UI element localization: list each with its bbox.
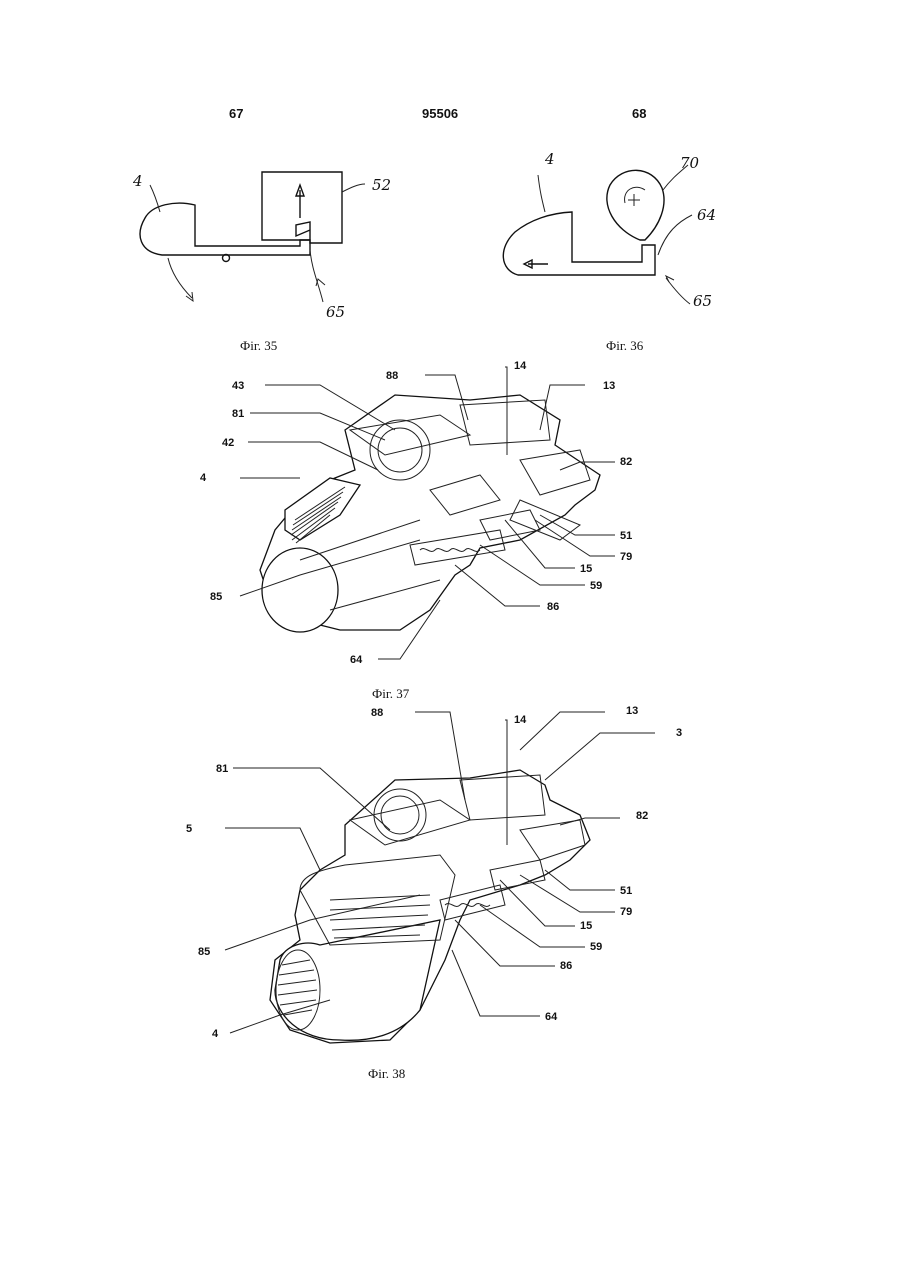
- figure-38-drawing: [270, 770, 590, 1043]
- fig37-label-13: 13: [603, 380, 615, 392]
- fig38-label-88: 88: [371, 707, 383, 719]
- fig37-label-86: 86: [547, 601, 559, 613]
- fig37-label-59: 59: [590, 580, 602, 592]
- fig37-label-82: 82: [620, 456, 632, 468]
- fig38-label-5: 5: [186, 823, 192, 835]
- fig38-label-4: 4: [212, 1028, 218, 1040]
- fig38-label-82: 82: [636, 810, 648, 822]
- fig37-label-14: 14: [514, 360, 526, 372]
- fig37-label-85: 85: [210, 591, 222, 603]
- fig36-label-4: 4: [545, 150, 555, 168]
- fig37-label-81: 81: [232, 408, 244, 420]
- fig38-label-15: 15: [580, 920, 592, 932]
- figure-37-drawing: [260, 395, 600, 632]
- fig37-label-15: 15: [580, 563, 592, 575]
- fig35-label-52: 52: [372, 176, 391, 194]
- fig38-label-13: 13: [626, 705, 638, 717]
- fig37-label-43: 43: [232, 380, 244, 392]
- fig38-label-79: 79: [620, 906, 632, 918]
- fig37-label-4: 4: [200, 472, 206, 484]
- figure-35-drawing: [140, 172, 365, 302]
- fig38-label-51: 51: [620, 885, 632, 897]
- fig35-caption: Фіг. 35: [240, 338, 277, 354]
- fig38-label-59: 59: [590, 941, 602, 953]
- fig37-label-88: 88: [386, 370, 398, 382]
- fig37-label-51: 51: [620, 530, 632, 542]
- fig37-label-64: 64: [350, 654, 362, 666]
- fig36-label-70: 70: [680, 154, 699, 172]
- fig36-label-64: 64: [697, 206, 716, 224]
- fig36-label-65: 65: [693, 292, 712, 310]
- fig38-caption: Фіг. 38: [368, 1066, 405, 1082]
- figure-36-drawing: [503, 165, 692, 304]
- fig37-caption: Фіг. 37: [372, 686, 409, 702]
- fig38-label-85: 85: [198, 946, 210, 958]
- fig38-label-64: 64: [545, 1011, 557, 1023]
- fig35-label-65: 65: [326, 303, 345, 321]
- fig38-label-3: 3: [676, 727, 682, 739]
- fig38-label-86: 86: [560, 960, 572, 972]
- fig37-label-42: 42: [222, 437, 234, 449]
- fig37-label-79: 79: [620, 551, 632, 563]
- fig36-caption: Фіг. 36: [606, 338, 643, 354]
- fig38-label-81: 81: [216, 763, 228, 775]
- fig35-label-4: 4: [133, 172, 143, 190]
- fig38-label-14: 14: [514, 714, 526, 726]
